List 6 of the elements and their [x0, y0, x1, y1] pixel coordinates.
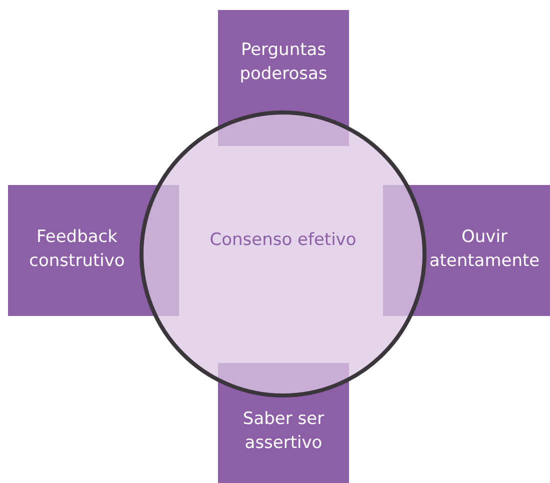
- circle-node: [139, 110, 427, 398]
- node-label: Feedback construtivo: [28, 226, 126, 273]
- node-label: Saber ser assertivo: [242, 408, 326, 455]
- node-label: Perguntas poderosas: [238, 39, 328, 86]
- node-label: Ouvir atentamente: [428, 226, 541, 273]
- node-label: Consenso efetivo: [208, 229, 358, 252]
